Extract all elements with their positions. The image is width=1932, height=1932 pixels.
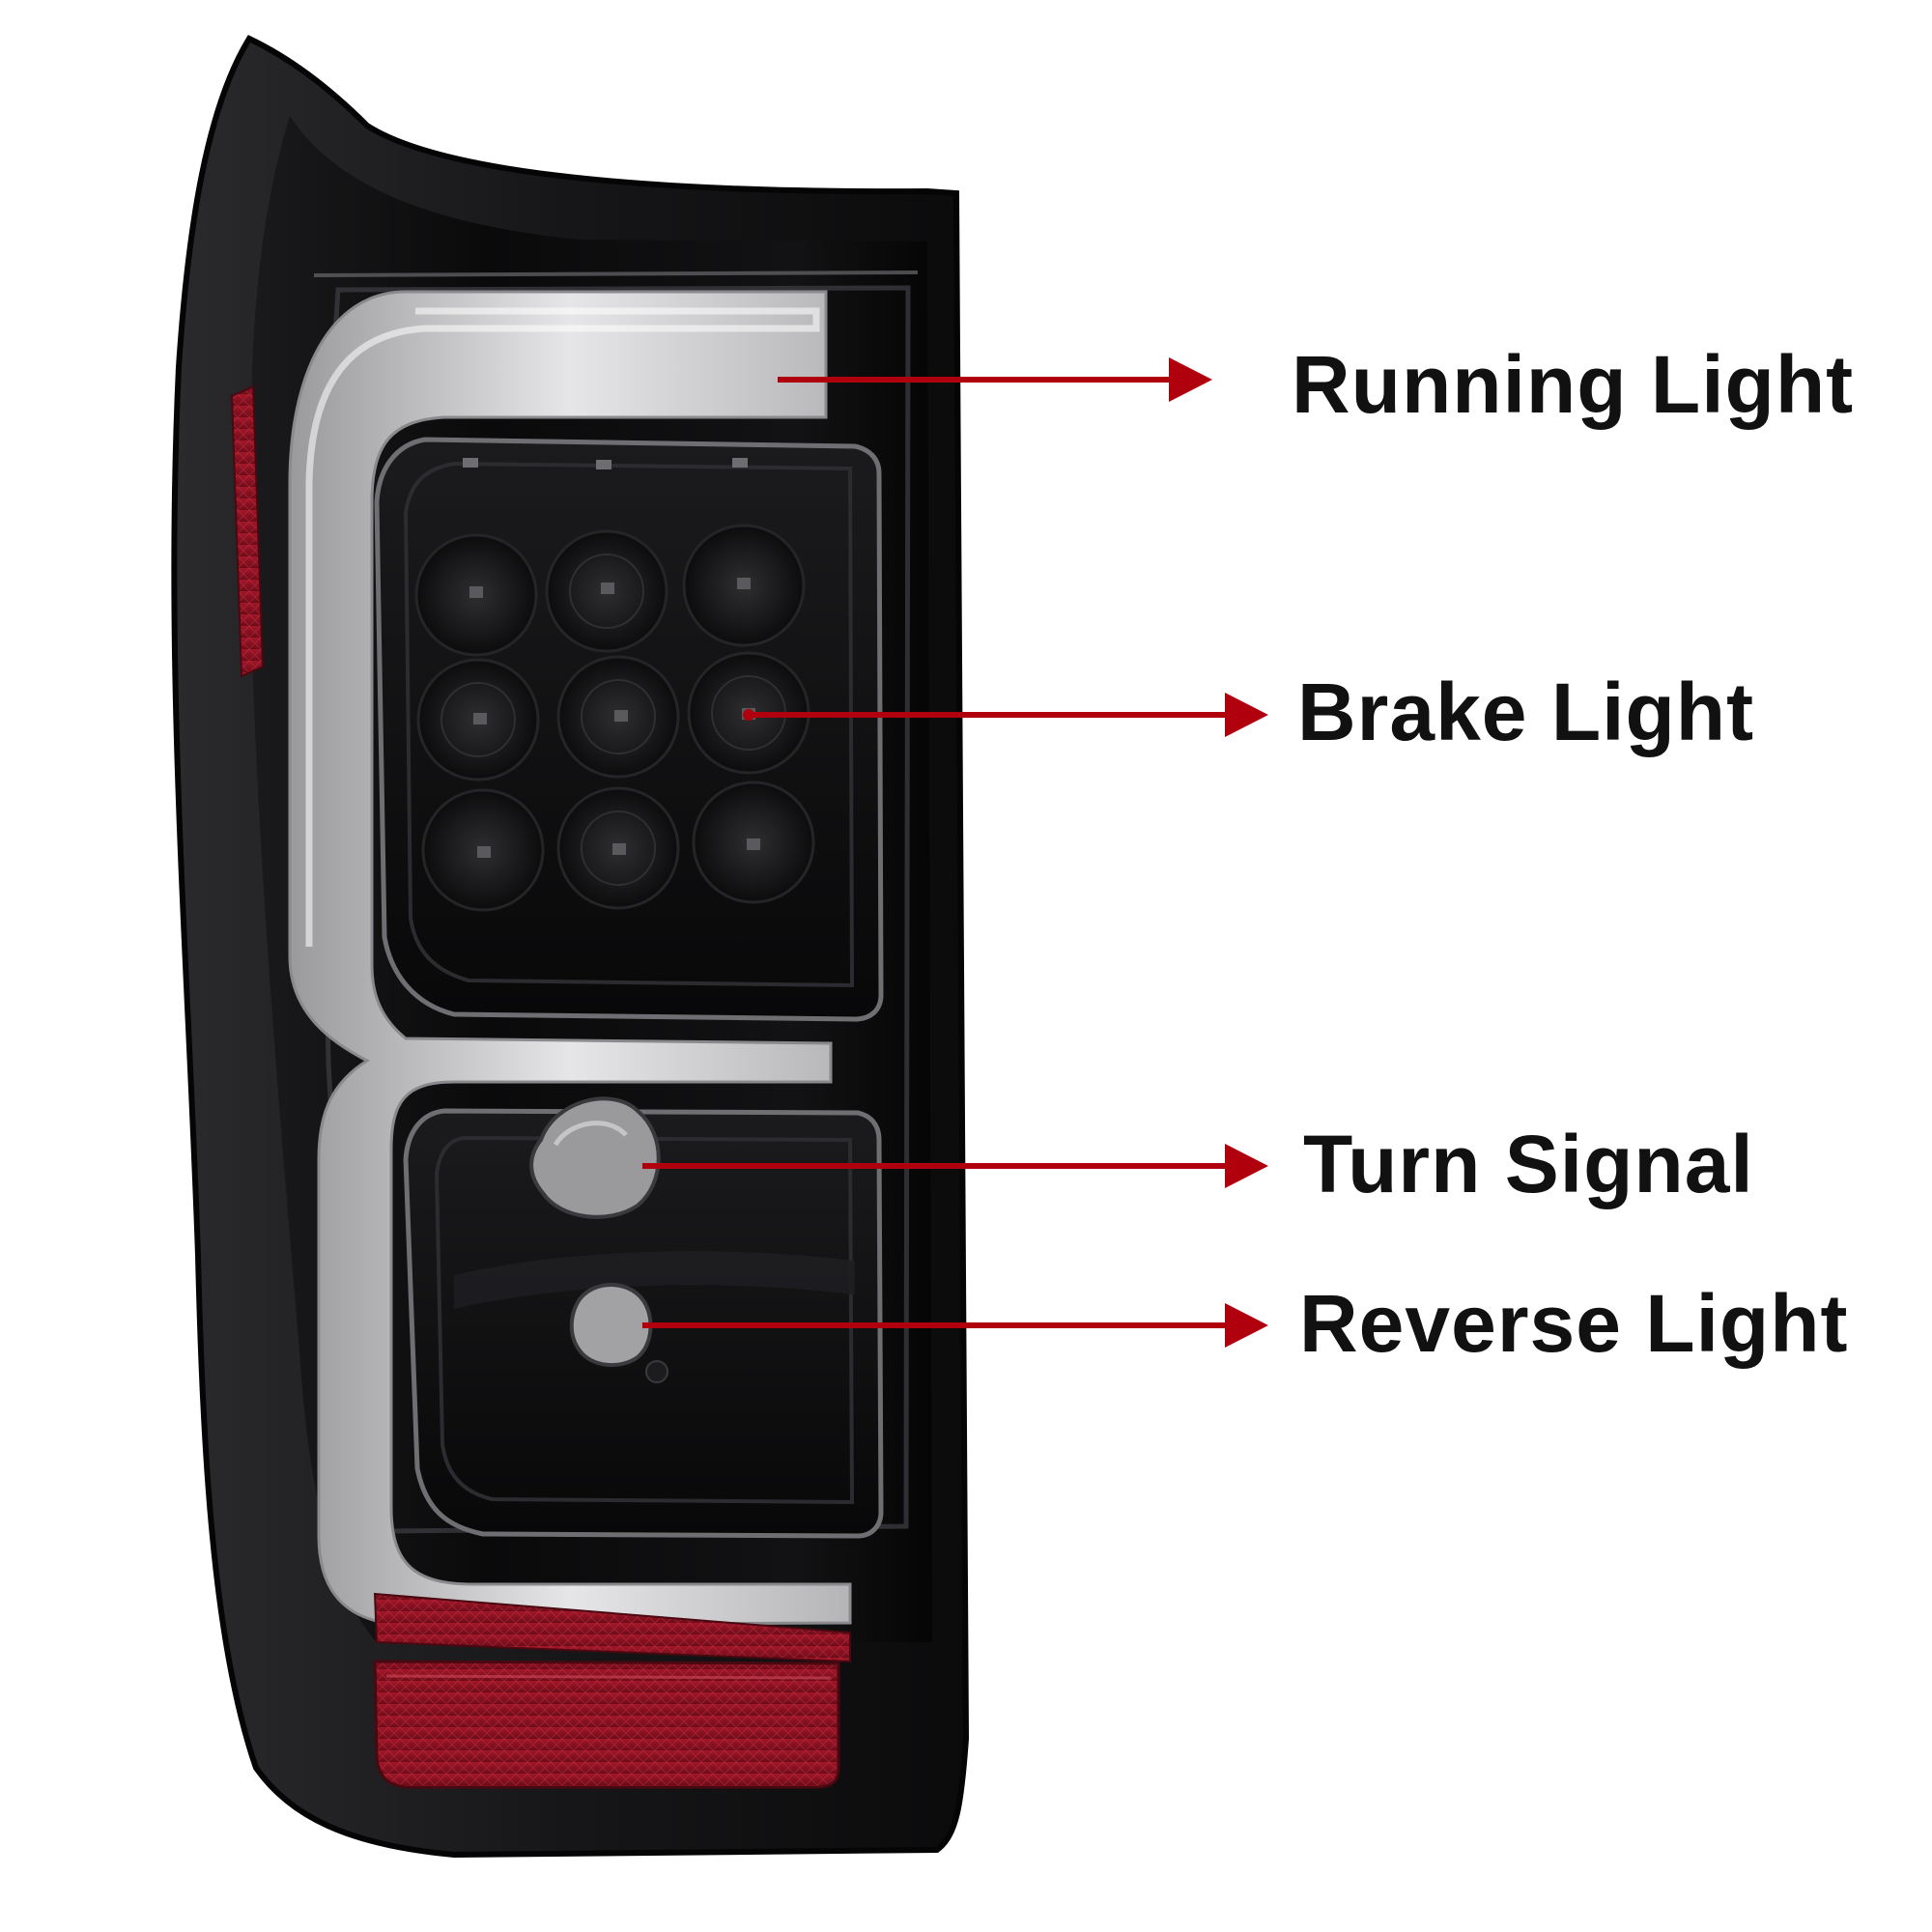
led-chip <box>737 578 751 589</box>
bezel-highlight-outer <box>313 270 919 277</box>
led-chip <box>612 843 626 855</box>
led-chip <box>601 582 614 594</box>
bottom-reflector <box>373 1660 840 1789</box>
arrow-brake-head <box>1225 693 1268 737</box>
lower-lens-inner-frame <box>434 1135 855 1505</box>
led-chip <box>477 846 491 858</box>
led-cup-ring <box>440 682 516 757</box>
led-chip <box>596 460 611 469</box>
side-reflector-strip <box>230 384 265 678</box>
bottom-reflector-upper <box>373 1592 851 1663</box>
turn-signal-bulb <box>529 1096 661 1219</box>
lower-lens-reflector-band <box>454 1251 855 1309</box>
arrow-reverse-head <box>1225 1303 1268 1348</box>
arrow-brake-dot <box>743 709 754 721</box>
arrow-turn-head <box>1225 1144 1268 1188</box>
led-cup-ring <box>581 810 656 886</box>
led-chip <box>469 586 483 598</box>
callout-label-running-light: Running Light <box>1292 339 1855 430</box>
running-light-bar <box>288 290 852 1627</box>
led-chip <box>732 458 748 468</box>
led-cup-ring <box>581 679 656 754</box>
callout-arrows <box>642 357 1268 1348</box>
callout-label-turn-signal: Turn Signal <box>1303 1119 1754 1209</box>
running-light-bar-shine <box>305 307 820 947</box>
callout-label-brake-light: Brake Light <box>1297 667 1755 757</box>
reverse-light-bulb <box>569 1283 668 1383</box>
led-cup-ring <box>569 554 644 629</box>
brake-lens-inner-frame <box>403 461 855 988</box>
callout-label-reverse-light: Reverse Light <box>1299 1278 1849 1369</box>
arrow-running-head <box>1169 357 1212 402</box>
led-chip <box>747 838 760 850</box>
led-chip <box>614 710 628 722</box>
led-chip <box>473 713 487 724</box>
bottom-reflector-shine <box>385 1674 832 1680</box>
led-chip <box>463 458 478 468</box>
